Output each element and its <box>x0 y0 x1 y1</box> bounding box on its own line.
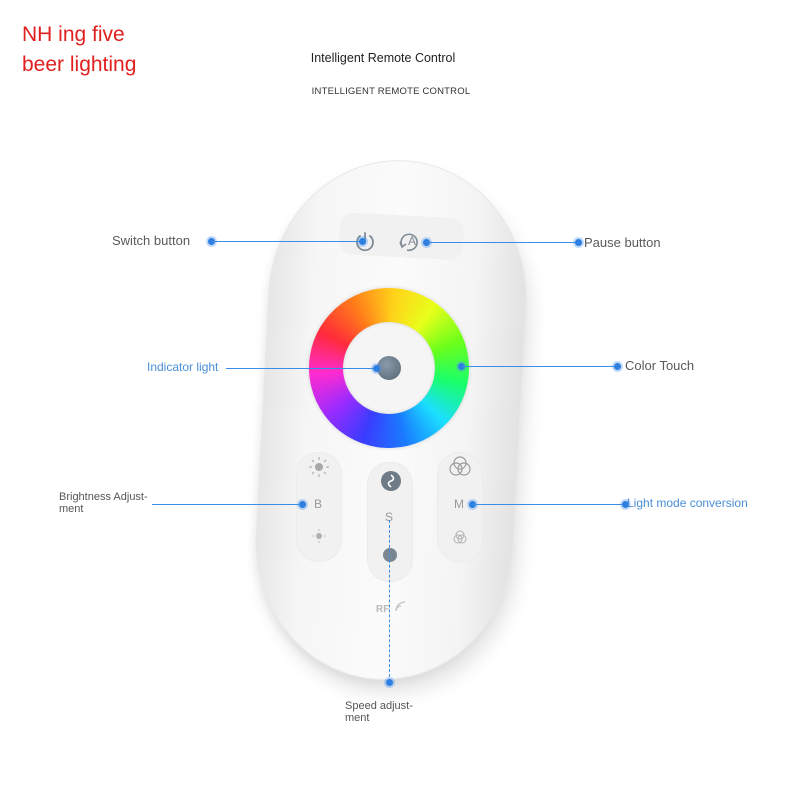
brand-line-2: beer lighting <box>22 53 137 76</box>
mode-pad[interactable] <box>437 452 483 562</box>
indicator-callout-dot <box>373 365 380 372</box>
speed-icon <box>381 471 401 491</box>
color-touch-dot-right <box>614 363 621 370</box>
pause-callout-dot-right <box>575 239 582 246</box>
speed-callout-dot <box>386 679 393 686</box>
light-mode-label: Light mode conversion <box>627 496 748 510</box>
color-touch-label: Color Touch <box>625 358 695 373</box>
light-mode-dot-right <box>622 501 629 508</box>
color-mix-icon <box>449 456 471 476</box>
b-label: B <box>314 497 323 511</box>
brightness-label-line2: ment <box>59 503 84 515</box>
sun-icon <box>309 457 329 477</box>
pause-button[interactable]: A <box>395 227 425 257</box>
small-color-mix-icon <box>453 530 467 544</box>
m-label: M <box>454 497 464 511</box>
page-subtitle: INTELLIGENT REMOTE CONTROL <box>311 86 471 97</box>
switch-button-label: Switch button <box>112 233 191 248</box>
light-mode-dot-left <box>469 501 476 508</box>
small-sun-icon <box>312 529 326 543</box>
pause-callout-line <box>427 242 579 243</box>
speed-label-line1: Speed adjust- <box>345 700 413 712</box>
brand-title: NH ing five beer lighting <box>22 20 136 80</box>
speed-callout-line <box>389 520 390 682</box>
indicator-callout-line <box>226 368 376 369</box>
auto-label: A <box>408 234 417 248</box>
brightness-callout-dot <box>299 501 306 508</box>
brightness-callout-line <box>152 504 302 505</box>
switch-callout-line <box>212 241 362 242</box>
speed-down-icon <box>383 548 397 562</box>
indicator-light-label: Indicator light <box>147 360 219 374</box>
indicator-light <box>377 356 401 380</box>
pause-button-label: Pause button <box>584 235 661 250</box>
rf-label: RF <box>376 604 390 615</box>
auto-cycle-icon <box>399 233 418 252</box>
pause-callout-dot-left <box>423 239 430 246</box>
brightness-label-line1: Brightness Adjust- <box>59 491 148 503</box>
page-title: Intelligent Remote Control <box>310 51 456 65</box>
color-touch-dot-left <box>458 363 465 370</box>
color-touch-callout-line <box>462 366 618 367</box>
light-mode-callout-line <box>473 504 625 505</box>
brand-line-1: NH ing five <box>22 23 125 46</box>
signal-icon <box>395 601 406 612</box>
speed-label-line2: ment <box>345 712 370 724</box>
switch-callout-dot-right <box>359 238 366 245</box>
switch-callout-dot-left <box>208 238 215 245</box>
s-label: S <box>385 510 394 524</box>
